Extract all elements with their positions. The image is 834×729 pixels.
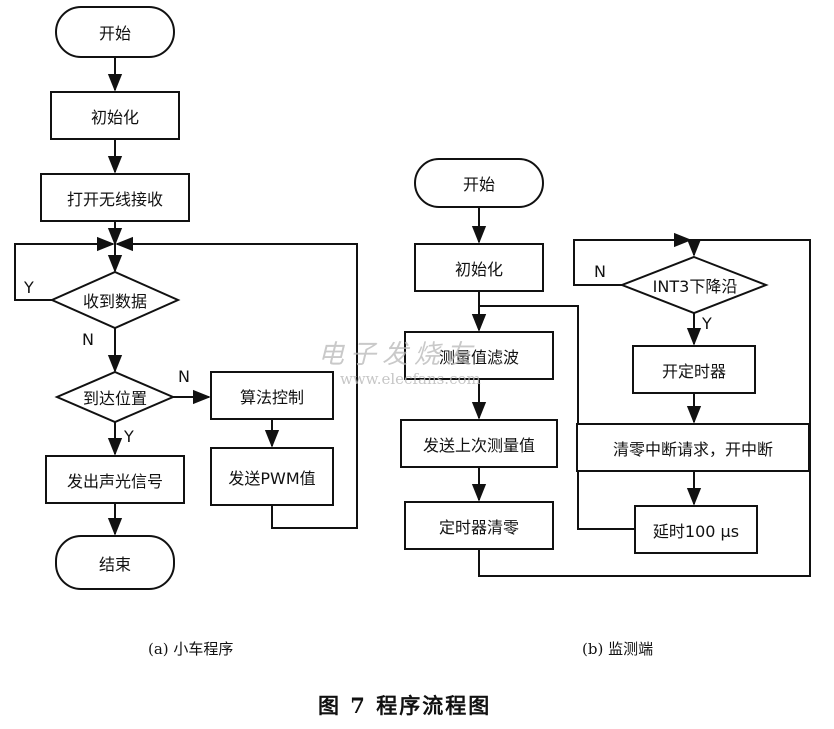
loop-timer-int3: [478, 238, 811, 577]
left-arrive-pos-label: 到达位置: [82, 389, 147, 408]
right-caption: (b) 监测端: [582, 640, 654, 658]
right-init-node: 初始化: [414, 243, 544, 292]
right-measure-filter-node: 测量值滤波: [404, 331, 554, 380]
loop-recv-yes: [14, 236, 115, 301]
right-int3-yes-label: Y: [702, 314, 712, 333]
left-algo-ctrl-node: 算法控制: [210, 371, 334, 420]
right-clear-irq-node: 清零中断请求，开中断: [576, 423, 810, 472]
right-send-last-node: 发送上次测量值: [400, 419, 558, 468]
figure-title: 图 7 程序流程图: [318, 693, 492, 718]
right-int3-edge-label: INT3下降沿: [652, 277, 738, 296]
right-start-timer-node: 开定时器: [632, 345, 756, 394]
watermark-cn: 电子发烧友: [318, 340, 479, 370]
watermark-url: www.elecfans.com: [340, 370, 481, 388]
left-open-rx-node: 打开无线接收: [40, 173, 190, 222]
left-send-pwm-node: 发送PWM值: [210, 447, 334, 506]
left-recv-yes-label: Y: [24, 278, 34, 297]
left-emit-signal-node: 发出声光信号: [45, 455, 185, 504]
right-start-node: 开始: [414, 158, 544, 208]
left-init-node: 初始化: [50, 91, 180, 140]
loop-int3-no: [573, 232, 692, 286]
right-int3-no-label: N: [594, 262, 606, 281]
right-delay-node: 延时100 μs: [634, 505, 758, 554]
left-recv-data-label: 收到数据: [82, 292, 147, 311]
left-arrive-yes-label: Y: [124, 427, 134, 446]
loop-delay-filter: [471, 305, 634, 530]
left-end-node: 结束: [55, 535, 175, 590]
left-recv-no-label: N: [82, 330, 94, 349]
left-arrive-no-label: N: [178, 367, 190, 386]
loop-pwm-back: [115, 236, 358, 529]
left-start-node: 开始: [55, 6, 175, 58]
left-caption: (a) 小车程序: [148, 640, 234, 658]
right-timer-clear-node: 定时器清零: [404, 501, 554, 550]
